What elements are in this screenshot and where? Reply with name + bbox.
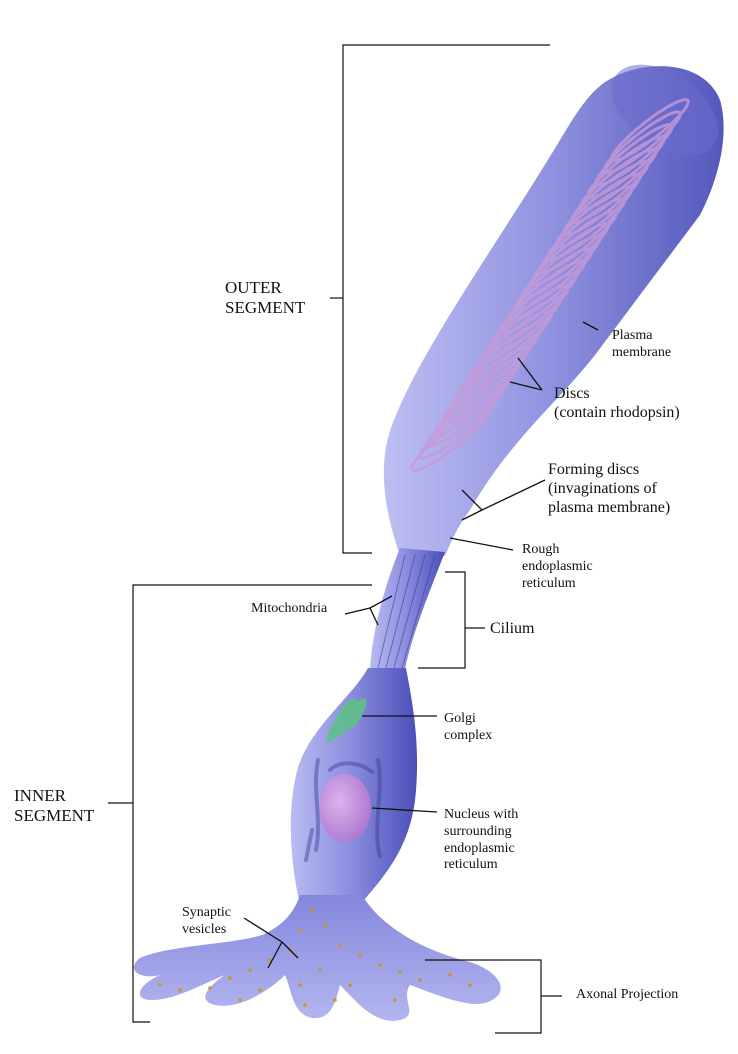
vesicle-dot	[158, 983, 162, 987]
vesicle-dot	[393, 998, 397, 1002]
vesicle-dot	[268, 958, 272, 962]
vesicle-dot	[310, 908, 314, 912]
vesicle-dot	[398, 970, 402, 974]
vesicle-dot	[303, 1003, 307, 1007]
synaptic-vesicles	[158, 908, 472, 1007]
brackets	[108, 44, 562, 1034]
vesicle-dot	[358, 953, 362, 957]
vesicle-dot	[208, 986, 212, 990]
disc	[610, 98, 690, 162]
forming-discs-label: Forming discs (invaginations of plasma m…	[548, 461, 671, 517]
cilium-shape	[370, 548, 445, 670]
cilium-bracket	[418, 571, 466, 669]
cilium-lines	[377, 554, 436, 669]
vesicle-dot	[468, 983, 472, 987]
mitochondria-label: Mitochondria	[251, 601, 328, 616]
cilium-label: Cilium	[490, 620, 535, 637]
axonal-projection-label: Axonal Projection	[576, 987, 679, 1002]
inner-segment-label: INNER SEGMENT	[14, 786, 95, 826]
outer-segment-label: OUTER SEGMENT	[225, 278, 306, 318]
vesicle-dot	[298, 928, 302, 932]
leader-lines	[243, 321, 599, 969]
vesicle-dot	[323, 923, 327, 927]
vesicle-dot	[178, 988, 182, 992]
vesicle-dot	[448, 973, 452, 977]
vesicle-dot	[228, 976, 232, 980]
nucleus	[319, 774, 371, 842]
vesicle-dot	[298, 983, 302, 987]
vesicle-dot	[378, 963, 382, 967]
discs-group	[410, 98, 690, 472]
vesicle-dot	[348, 983, 352, 987]
plasma-membrane-label: Plasma membrane	[612, 328, 672, 360]
vesicle-dot	[238, 998, 242, 1002]
golgi-label: Golgi complex	[444, 711, 493, 743]
golgi-complex	[326, 698, 367, 743]
vesicle-dot	[338, 943, 342, 947]
er-strands	[304, 758, 382, 862]
outer-segment-bracket	[342, 44, 550, 554]
vesicle-dot	[248, 968, 252, 972]
synaptic-vesicles-label: Synaptic vesicles	[182, 905, 231, 937]
axonal-foot-shape	[133, 895, 501, 1021]
vesicle-dot	[258, 988, 262, 992]
nucleus-label: Nucleus with surrounding endoplasmic ret…	[444, 807, 519, 873]
vesicle-dot	[333, 998, 337, 1002]
rough-er-label: Rough endoplasmic reticulum	[522, 542, 593, 591]
discs-label: Discs (contain rhodopsin)	[554, 385, 680, 422]
vesicle-dot	[318, 968, 322, 972]
vesicle-dot	[418, 978, 422, 982]
